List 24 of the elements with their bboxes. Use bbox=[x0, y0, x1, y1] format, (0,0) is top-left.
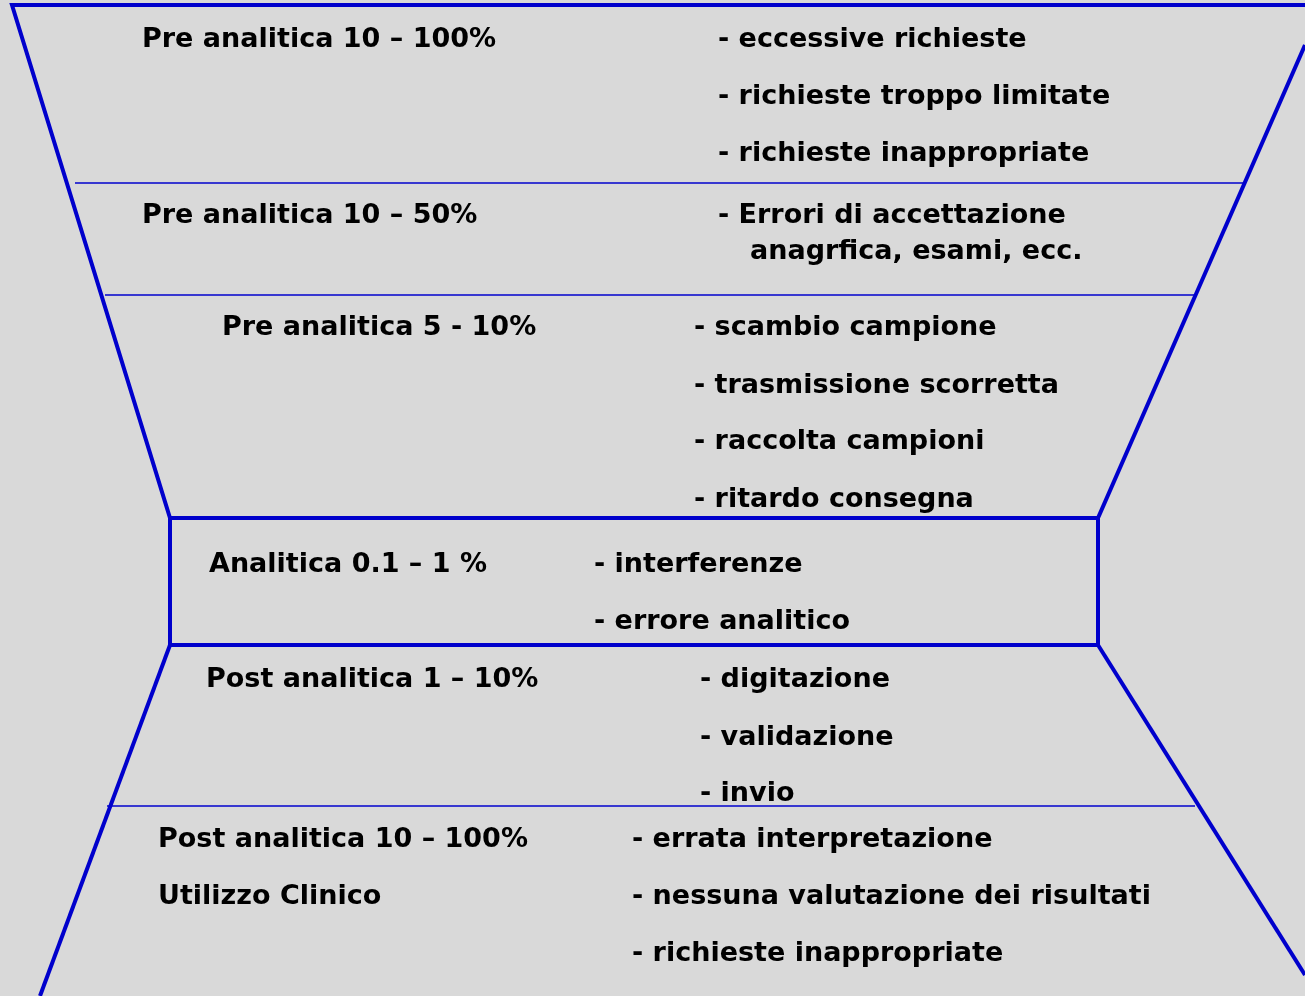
error-item: - validazione bbox=[700, 719, 894, 753]
stage-heading: Pre analitica 10 – 100% bbox=[142, 21, 497, 55]
error-item: - eccessive richieste bbox=[718, 21, 1027, 55]
error-item: - digitazione bbox=[700, 661, 890, 695]
error-item: - errata interpretazione bbox=[632, 821, 993, 855]
error-item: - errore analitico bbox=[594, 603, 850, 637]
stage-box bbox=[168, 516, 1100, 647]
error-item: - scambio campione bbox=[694, 309, 997, 343]
error-item: - richieste inappropriate bbox=[718, 135, 1090, 169]
error-item: - trasmissione scorretta bbox=[694, 367, 1059, 401]
error-item: - nessuna valutazione dei risultati bbox=[632, 878, 1151, 912]
stage-heading: Post analitica 10 – 100% bbox=[158, 821, 528, 855]
stage-heading: Post analitica 1 – 10% bbox=[206, 661, 539, 695]
error-item: - invio bbox=[700, 775, 795, 809]
error-item: - interferenze bbox=[594, 546, 803, 580]
stage-heading: Pre analitica 5 - 10% bbox=[222, 309, 537, 343]
error-item: - ritardo consegna bbox=[694, 481, 974, 515]
stage-heading: Pre analitica 10 – 50% bbox=[142, 197, 478, 231]
stage-heading: Analitica 0.1 – 1 % bbox=[209, 546, 487, 580]
error-item: Utilizzo Clinico bbox=[158, 878, 382, 912]
error-item: - Errori di accettazione anagrfica, esami, ecc. bbox=[718, 197, 1084, 267]
error-item: - richieste troppo limitate bbox=[718, 78, 1111, 112]
error-item: - richieste inappropriate bbox=[632, 935, 1004, 969]
error-item: - raccolta campioni bbox=[694, 423, 985, 457]
